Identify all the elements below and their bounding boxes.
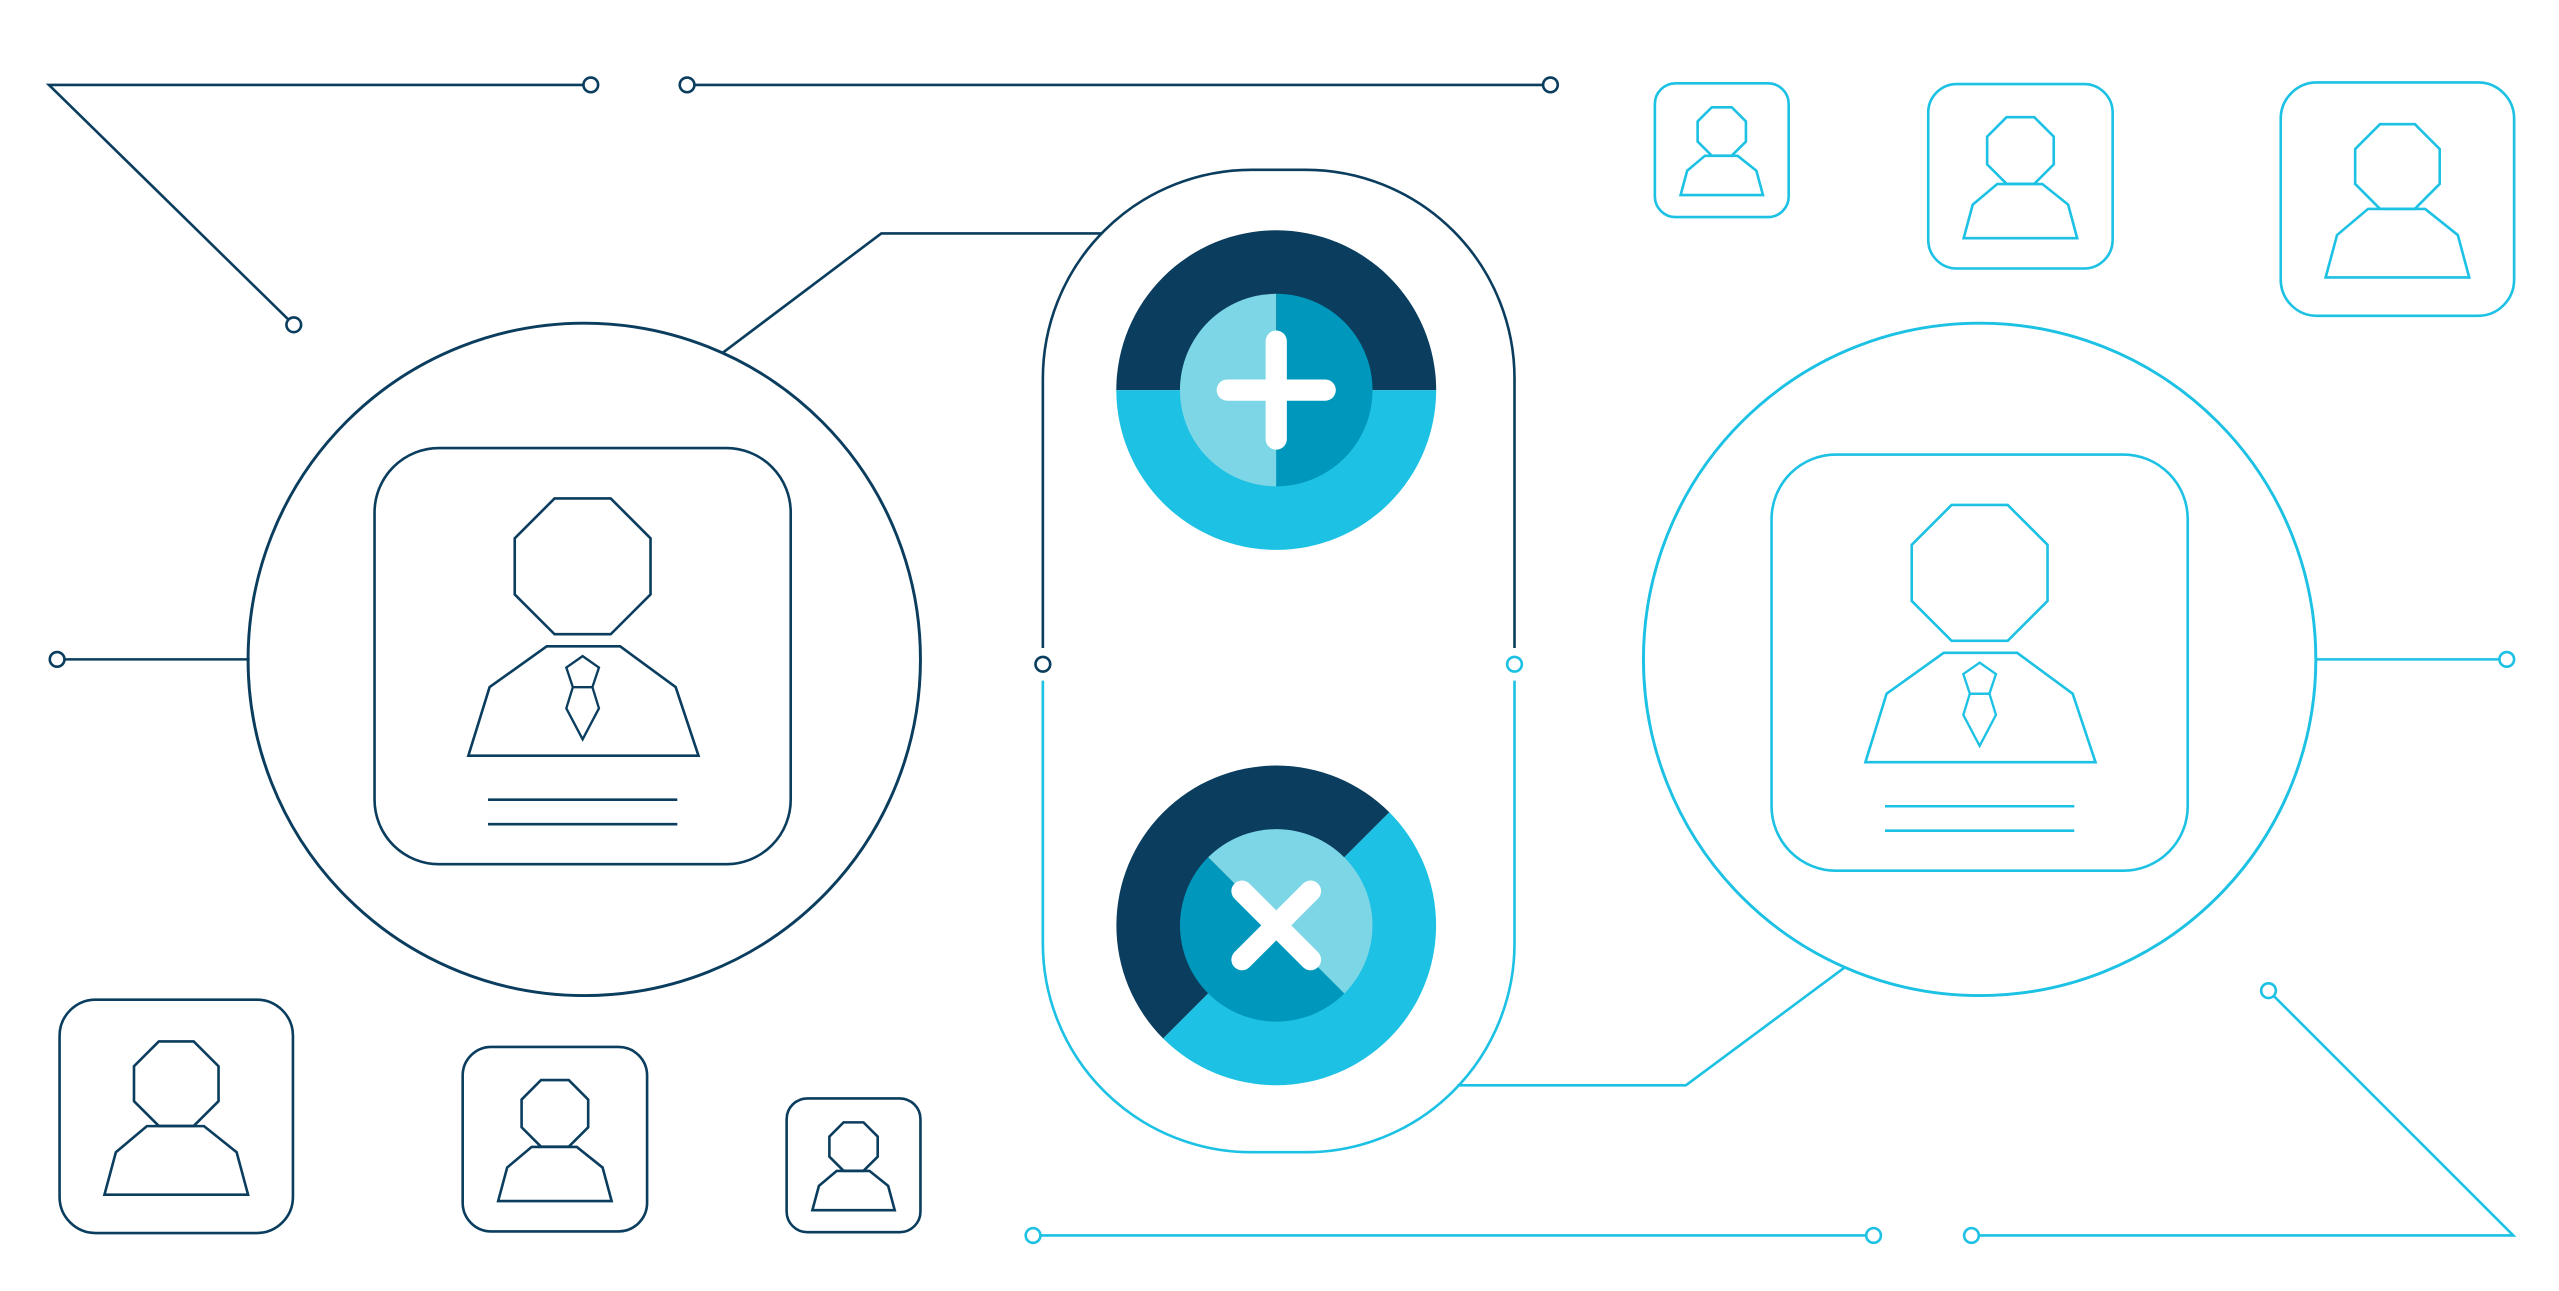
user-profile-card bbox=[1770, 453, 2190, 873]
user-card-icon bbox=[1653, 81, 1790, 219]
user-card-icon bbox=[2279, 81, 2516, 318]
connector-node-icon bbox=[678, 76, 696, 94]
connector-node-icon bbox=[582, 76, 600, 94]
connector-node-icon bbox=[1864, 1226, 1883, 1245]
shoulders-icon bbox=[1863, 651, 2098, 764]
card-frame bbox=[58, 998, 295, 1235]
user-card-icon bbox=[58, 998, 295, 1235]
head-icon bbox=[1910, 503, 2049, 643]
head-icon bbox=[513, 497, 652, 636]
connector-line bbox=[722, 232, 1102, 354]
connector-node-icon bbox=[48, 650, 66, 669]
connector-node-icon bbox=[285, 316, 303, 334]
card-frame bbox=[2279, 81, 2516, 318]
user-card-icon bbox=[785, 1097, 922, 1234]
connector-line bbox=[45, 83, 591, 326]
shoulders-icon bbox=[1961, 182, 2079, 240]
card-frame bbox=[461, 1045, 649, 1233]
tie-icon bbox=[565, 685, 601, 742]
connector-node-icon bbox=[1541, 76, 1560, 94]
tie-icon bbox=[1962, 692, 1998, 749]
shoulders-icon bbox=[496, 1145, 614, 1203]
card-frame bbox=[1653, 81, 1790, 219]
shoulders-icon bbox=[2323, 207, 2471, 279]
pill-frame-bottom bbox=[1041, 680, 1516, 1154]
user-card-icon bbox=[461, 1045, 649, 1233]
connector-node-icon bbox=[2259, 982, 2278, 1000]
connector-node-icon bbox=[1962, 1226, 1981, 1245]
user-cards bbox=[58, 81, 2516, 1235]
connector-node-icon bbox=[2498, 650, 2516, 669]
card-frame bbox=[785, 1097, 922, 1234]
user-card-icon bbox=[1926, 82, 2114, 270]
connector-node-icon bbox=[1034, 655, 1052, 673]
connector-lines bbox=[45, 76, 2517, 1245]
user-profile-card bbox=[373, 446, 793, 866]
add-user-icon bbox=[1116, 230, 1437, 550]
connector-node-icon bbox=[1505, 655, 1524, 673]
card-frame bbox=[1926, 82, 2114, 270]
connector-line bbox=[1457, 966, 1845, 1087]
x-stroke-2 bbox=[1231, 880, 1322, 971]
pill-frame-top bbox=[1041, 168, 1516, 648]
connector-node-icon bbox=[1024, 1226, 1042, 1245]
shoulders-icon bbox=[466, 645, 701, 757]
remove-user-icon bbox=[1116, 765, 1437, 1086]
shoulders-icon bbox=[102, 1124, 250, 1196]
connector-line bbox=[1971, 989, 2517, 1237]
shoulders-icon bbox=[1678, 154, 1765, 197]
shoulders-icon bbox=[810, 1169, 897, 1212]
